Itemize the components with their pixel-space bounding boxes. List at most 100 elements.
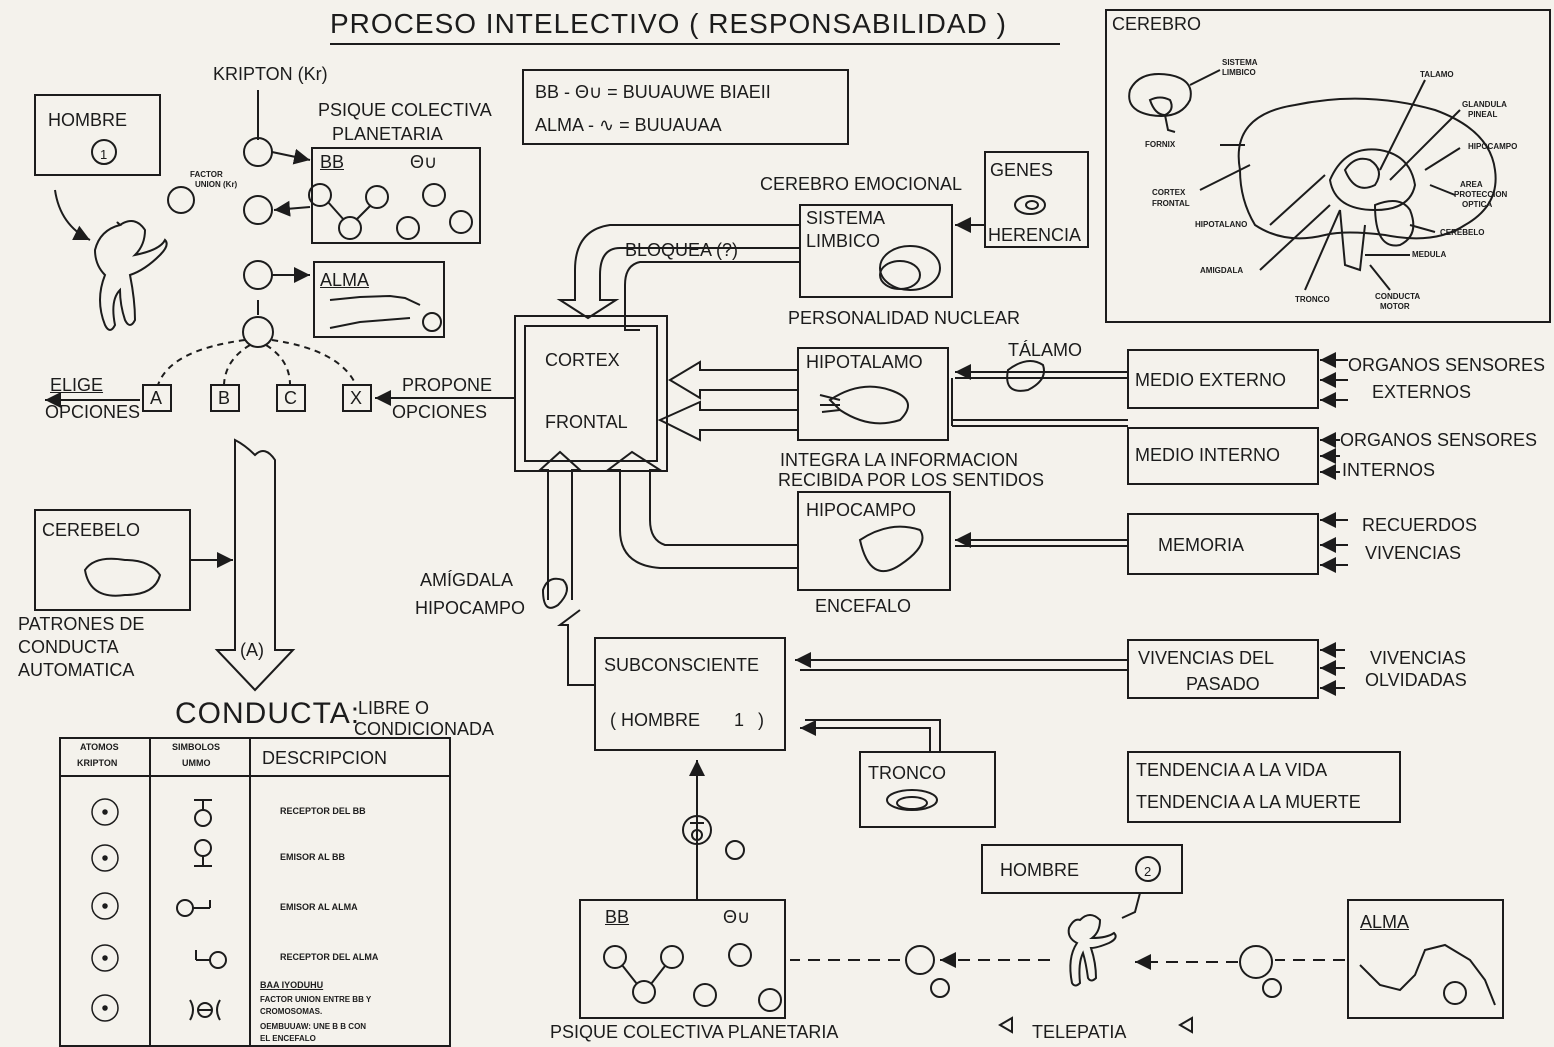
alma-label-top: ALMA [320,270,370,290]
table-row: EMISOR AL BB [280,852,346,862]
limbico-label: LIMBICO [806,231,881,251]
brain-label: MOTOR [1380,302,1410,311]
table-row-last-1: BAA IYODUHU [260,980,324,990]
hombre-paren-label: ( HOMBRE [610,710,700,730]
legend-line-2: ALMA - ∿ = BUUAUAA [535,115,722,135]
automatica-label: AUTOMATICA [18,660,135,680]
table-row: EMISOR AL ALMA [280,902,358,912]
viv-olvidadas-line-2: OLVIDADAS [1365,670,1467,690]
frontal-label: FRONTAL [545,412,628,432]
patrones-label: PATRONES DE [18,614,145,634]
theta-label-bottom: Θ∪ [723,907,751,927]
table-header-atomos: ATOMOS [80,742,119,752]
viv-pasado-line-1: VIVENCIAS DEL [1138,648,1275,668]
brain-label: CEREBELO [1440,228,1485,237]
brain-label: CONDUCTA [1375,292,1421,301]
hombre-paren-number: 1 [734,710,745,730]
telepatia-label: TELEPATIA [1032,1022,1127,1042]
option-a: A [150,388,163,408]
brain-label: OPTICA [1462,200,1493,209]
brain-label: SISTEMA [1222,58,1258,67]
brain-title: CEREBRO [1112,14,1202,34]
table-row: RECEPTOR DEL BB [280,806,366,816]
hipotalamo-label: HIPOTALAMO [806,352,923,372]
opciones-left-label: OPCIONES [45,402,141,422]
table-row-last-4: OEMBUUAW: UNE B B CON [260,1022,367,1031]
table-header-ummo: UMMO [182,758,211,768]
table-row: RECEPTOR DEL ALMA [280,952,379,962]
hombre2-number: 2 [1144,864,1152,879]
encefalo-label: ENCEFALO [815,596,912,616]
propone-label: PROPONE [402,375,493,395]
option-c: C [284,388,297,408]
genes-label: GENES [990,160,1054,180]
viv-pasado-line-2: PASADO [1186,674,1260,694]
org-ext-line-1: ORGANOS SENSORES [1348,355,1546,375]
table-row-last-5: EL ENCEFALO [260,1034,316,1043]
libre-label: LIBRE O [358,698,430,718]
kripton-label: KRIPTON (Kr) [213,64,328,84]
option-x: X [350,388,363,408]
hombre1-label: HOMBRE [48,110,128,130]
bb-label-bottom: BB [605,907,630,927]
integra-line-1: INTEGRA LA INFORMACION [780,450,1019,470]
conducta-small-label: CONDUCTA [18,637,119,657]
brain-label: PINEAL [1468,110,1498,119]
psique-label: PSIQUE COLECTIVA [318,100,492,120]
hombre2-figure-icon [1067,914,1117,987]
theta-label-top: Θ∪ [410,152,438,172]
hombre1-figure-icon [93,220,168,331]
cerebro-emocional-label: CEREBRO EMOCIONAL [760,174,963,194]
tend-vida-label: TENDENCIA A LA VIDA [1136,760,1328,780]
brain-label: PROTECCION [1454,190,1508,199]
cerebelo-label: CEREBELO [42,520,141,540]
table-header-simbolos: SIMBOLOS [172,742,221,752]
condicionada-label: CONDICIONADA [354,719,495,739]
herencia-label: HERENCIA [988,225,1082,245]
vivencias-label: VIVENCIAS [1365,543,1462,563]
arrow-a-label: (A) [240,640,264,660]
table-header-descripcion: DESCRIPCION [262,748,388,768]
org-int-line-2: INTERNOS [1342,460,1436,480]
brain-label: CORTEX [1152,188,1186,197]
brain-label: FRONTAL [1152,199,1190,208]
subconsciente-label: SUBCONSCIENTE [604,655,760,675]
elige-label: ELIGE [50,375,104,395]
org-ext-line-2: EXTERNOS [1372,382,1472,402]
table-row-last-3: CROMOSOMAS. [260,1007,323,1016]
table-row-last-2: FACTOR UNION ENTRE BB Y [260,995,372,1004]
alma-bottom-label: ALMA [1360,912,1410,932]
recuerdos-label: RECUERDOS [1362,515,1478,535]
medio-interno-label: MEDIO INTERNO [1135,445,1281,465]
bb-label-top: BB [320,152,345,172]
amigdala-label: AMÍGDALA [420,570,514,590]
bloquea-label: BLOQUEA (?) [625,240,739,260]
org-int-line-1: ORGANOS SENSORES [1340,430,1538,450]
hombre1-box [34,94,161,176]
medio-externo-label: MEDIO EXTERNO [1135,370,1287,390]
hombre2-label: HOMBRE [1000,860,1080,880]
brain-label: GLANDULA [1462,100,1507,109]
memoria-label: MEMORIA [1158,535,1245,555]
table-header-kripton: KRIPTON [77,758,118,768]
personalidad-label: PERSONALIDAD NUCLEAR [788,308,1021,328]
brain-label: FORNIX [1145,140,1176,149]
conducta-heading: CONDUCTA: [175,697,361,730]
integra-line-2: RECIBIDA POR LOS SENTIDOS [778,470,1045,490]
brain-label: TALAMO [1420,70,1454,79]
hipocampo-label: HIPOCAMPO [806,500,917,520]
opciones-right-label: OPCIONES [392,402,488,422]
brain-label: AREA [1460,180,1483,189]
hipocampo2-label: HIPOCAMPO [415,598,526,618]
brain-label: TRONCO [1295,295,1330,304]
hombre-paren-close: ) [758,710,764,730]
viv-olvidadas-line-1: VIVENCIAS [1370,648,1467,668]
brain-label: HIPOTALANO [1195,220,1248,229]
cortex-label: CORTEX [545,350,620,370]
brain-label: LIMBICO [1222,68,1256,77]
brain-label: MEDULA [1412,250,1447,259]
hombre1-number: 1 [100,147,108,162]
planetaria-label: PLANETARIA [332,124,443,144]
brain-label: HIPOCAMPO [1468,142,1518,151]
